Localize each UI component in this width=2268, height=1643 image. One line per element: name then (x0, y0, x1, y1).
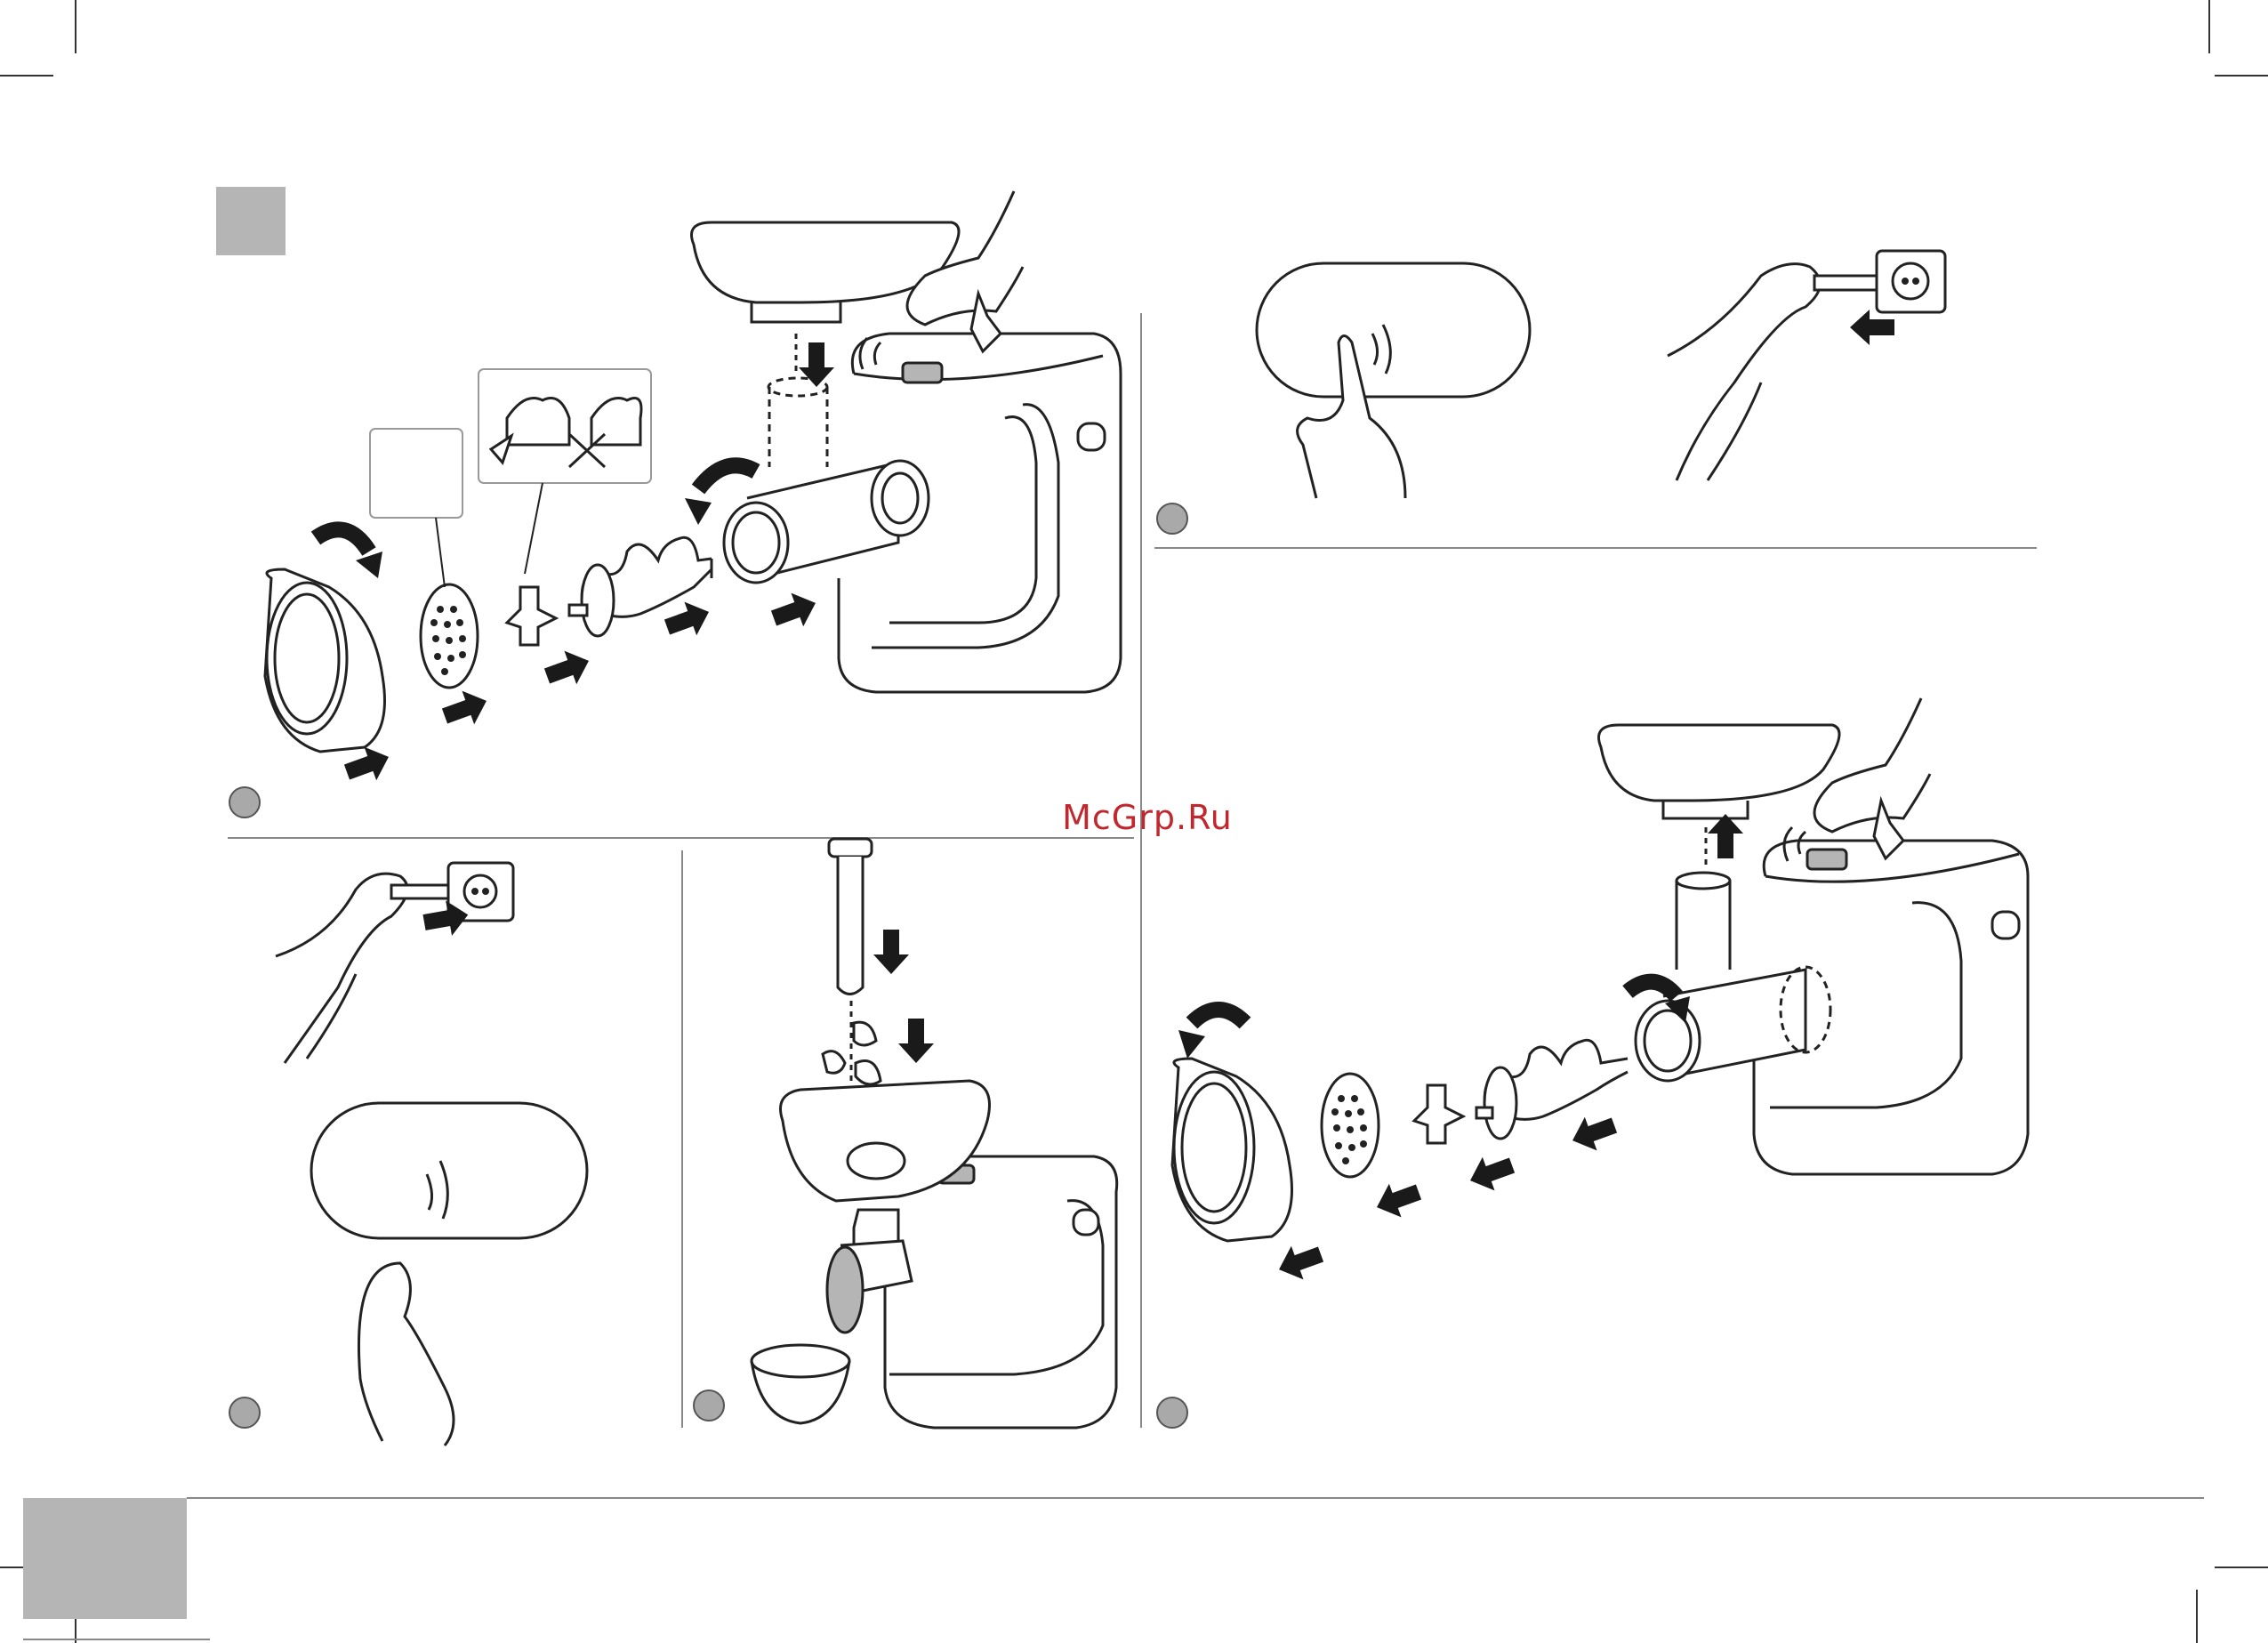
bowl-icon (752, 1345, 849, 1423)
step-badge-2 (1157, 503, 1187, 534)
power-button-icon (1257, 263, 1530, 397)
watermark: McGrp.Ru (1050, 798, 1245, 837)
panel-power-button (1257, 251, 1945, 498)
step-badge-1 (229, 787, 260, 817)
ring-nut-icon (265, 569, 385, 752)
disc-detail-box (370, 429, 462, 518)
auger-blade-wrong-icon (569, 399, 641, 468)
meat-grinder-body-icon (885, 1156, 1117, 1428)
rotate-arrow-icon (1192, 1010, 1245, 1023)
food-pieces-icon (823, 1022, 881, 1084)
step-badge-3 (229, 1397, 260, 1428)
wall-socket-icon (1877, 251, 1945, 312)
blade-icon (507, 587, 556, 645)
auger-blade-correct-icon (491, 399, 569, 463)
pusher-icon (829, 839, 872, 995)
power-plug-icon (391, 885, 448, 898)
hand-icon (1814, 698, 1930, 858)
pull-arrow-icon (1850, 310, 1894, 345)
unplug-hand-icon (1668, 251, 1945, 480)
rotate-arrow-icon (698, 465, 756, 489)
rotate-arrow-icon (1628, 982, 1677, 996)
step-badge-4 (694, 1390, 724, 1421)
ring-nut-icon (1172, 1059, 1292, 1241)
power-button-icon (311, 1103, 587, 1238)
panel-feed-food (752, 839, 1117, 1428)
panel-plug-power (276, 863, 587, 1446)
step-badge-5 (1157, 1397, 1187, 1428)
page-number-block (23, 1498, 187, 1619)
panel-assemble (265, 191, 1121, 752)
grinding-disc-icon (421, 584, 478, 688)
section-marker (216, 187, 286, 255)
blade-icon (1414, 1085, 1463, 1143)
power-plug-icon (1814, 276, 1877, 290)
finger-press-icon (358, 1263, 454, 1446)
rotate-arrow-icon (316, 529, 369, 552)
grinding-disc-icon (1322, 1074, 1379, 1177)
panel-disassemble (1172, 698, 2028, 1241)
plug-hand-icon (276, 863, 513, 1063)
